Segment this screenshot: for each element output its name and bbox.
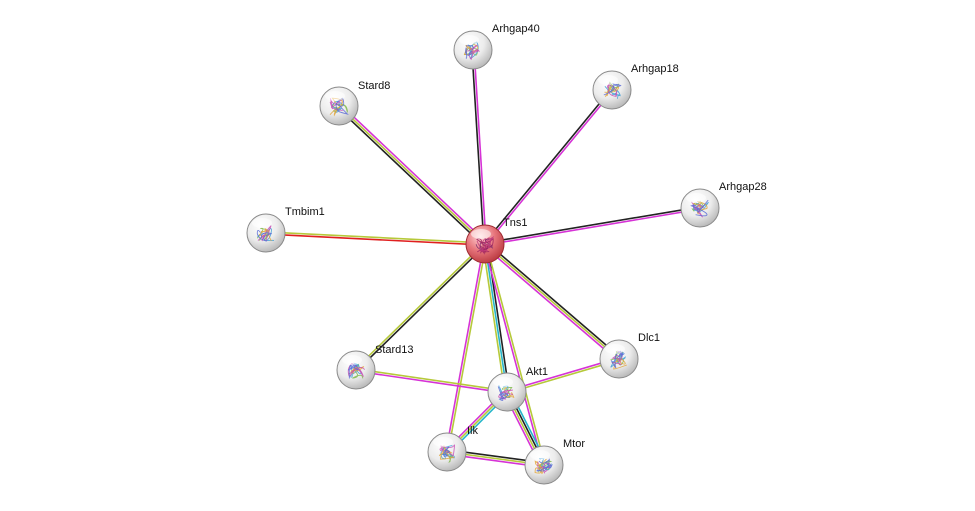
node-label-arhgap40: Arhgap40 <box>492 23 540 35</box>
edge-line-experiments <box>483 245 619 362</box>
edge-line-experiments <box>355 370 507 394</box>
edge-line-neighborhood <box>265 233 485 246</box>
node-label-stard13: Stard13 <box>375 344 414 356</box>
node-highlight <box>325 91 345 101</box>
node-highlight <box>459 35 479 45</box>
edge-tns1-arhgap18[interactable] <box>483 88 614 246</box>
edge-line-experiments <box>485 90 614 246</box>
node-stard8[interactable]: Stard8 <box>319 80 390 126</box>
edge-line-textmining <box>356 368 508 392</box>
node-arhgap28[interactable]: Arhgap28 <box>680 181 767 228</box>
edge-line-coexpression <box>356 244 487 372</box>
edge-tns1-mtor[interactable] <box>483 243 546 466</box>
protein-structure-icon <box>497 384 515 401</box>
edge-line-textmining <box>266 231 486 244</box>
edge-line-textmining <box>482 244 506 393</box>
edge-tns1-dlc1[interactable] <box>483 241 621 362</box>
node-highlight <box>433 437 453 447</box>
protein-structure-icon <box>329 97 349 117</box>
edge-tns1-tmbim1[interactable] <box>265 231 486 246</box>
protein-structure-icon <box>438 444 456 463</box>
node-label-tmbim1: Tmbim1 <box>285 206 325 218</box>
edge-tns1-ilk[interactable] <box>445 243 487 453</box>
node-arhgap40[interactable]: Arhgap40 <box>453 23 540 70</box>
edge-stard13-akt1[interactable] <box>355 368 508 394</box>
edge-line-coexpression <box>336 107 485 247</box>
node-highlight <box>598 75 618 85</box>
edge-line-experiments <box>483 244 544 466</box>
node-akt1[interactable]: Akt1 <box>487 366 548 412</box>
protein-structure-icon <box>475 235 495 255</box>
node-label-dlc1: Dlc1 <box>638 332 660 344</box>
node-highlight <box>252 218 272 228</box>
node-highlight <box>686 193 706 203</box>
node-label-mtor: Mtor <box>563 438 585 450</box>
node-label-akt1: Akt1 <box>526 366 548 378</box>
node-label-stard8: Stard8 <box>358 80 390 92</box>
node-highlight <box>471 229 491 239</box>
edge-line-experiments <box>473 49 487 244</box>
edge-line-coexpression <box>484 206 700 244</box>
node-tmbim1[interactable]: Tmbim1 <box>246 206 325 253</box>
protein-structure-icon <box>256 225 275 242</box>
edge-line-textmining <box>484 243 620 360</box>
edge-line-experiments <box>339 103 488 243</box>
node-dlc1[interactable]: Dlc1 <box>599 332 660 379</box>
node-label-arhgap18: Arhgap18 <box>631 63 679 75</box>
edge-tns1-stard13[interactable] <box>354 242 487 372</box>
edge-tns1-stard8[interactable] <box>336 103 488 247</box>
node-highlight <box>342 355 362 365</box>
edge-line-experiments <box>445 243 485 452</box>
node-stard13[interactable]: Stard13 <box>336 344 414 390</box>
node-label-arhgap28: Arhgap28 <box>719 181 767 193</box>
node-mtor[interactable]: Mtor <box>524 438 585 485</box>
node-highlight <box>605 344 625 354</box>
edge-line-database <box>484 243 508 393</box>
node-arhgap18[interactable]: Arhgap18 <box>592 63 679 110</box>
edge-line-coexpression <box>483 88 612 244</box>
node-label-tns1: Tns1 <box>503 217 527 229</box>
protein-structure-icon <box>463 41 480 61</box>
edge-line-experiments <box>485 208 701 246</box>
node-tns1[interactable]: Tns1 <box>465 217 527 264</box>
edge-line-textmining <box>447 244 487 453</box>
node-ilk[interactable]: Ilk <box>427 425 479 472</box>
node-highlight <box>530 450 550 460</box>
edges-layer <box>265 49 701 468</box>
edge-line-textmining <box>354 242 485 370</box>
edge-tns1-arhgap40[interactable] <box>471 49 487 245</box>
node-label-ilk: Ilk <box>467 425 479 437</box>
edge-tns1-arhgap28[interactable] <box>484 206 701 246</box>
edge-line-coexpression <box>471 50 485 245</box>
protein-structure-icon <box>534 457 553 475</box>
node-highlight <box>493 377 513 387</box>
edge-line-textmining <box>338 105 486 245</box>
nodes-layer: Tns1 Arhgap40Arhgap18Stard8Arhgap28Tmbim1… <box>246 23 767 485</box>
edge-line-textmining <box>485 243 546 465</box>
protein-structure-icon <box>690 199 709 218</box>
edge-line-coexpression <box>485 241 621 358</box>
